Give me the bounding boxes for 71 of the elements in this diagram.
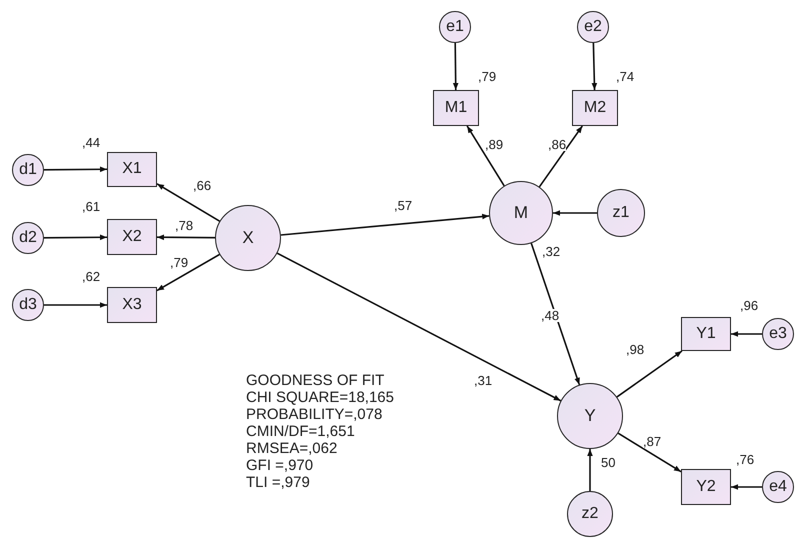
arrow <box>553 210 597 216</box>
coefficient-label: ,61 <box>82 200 100 213</box>
variable-name: d3 <box>19 295 37 315</box>
arrow <box>592 42 598 90</box>
edge-label: ,98 <box>626 343 644 356</box>
variable-name: e2 <box>584 17 602 37</box>
variable-name: Y1 <box>696 324 716 344</box>
edge-label: ,79 <box>170 256 188 269</box>
variable-name: M1 <box>444 98 468 118</box>
variable-name: e1 <box>446 17 464 37</box>
coefficient-label: ,74 <box>616 70 634 83</box>
arrow <box>731 484 762 490</box>
fit-statistic: GFI =,970 <box>246 457 314 474</box>
coefficient-label: ,96 <box>740 299 758 312</box>
edge-label: ,48 <box>541 309 560 322</box>
coefficient-label: ,32 <box>542 245 560 258</box>
variable-name: M2 <box>584 98 606 118</box>
observed-variable-box <box>107 287 157 323</box>
coefficient-label: ,79 <box>478 70 496 83</box>
fit-statistic: TLI =,979 <box>246 474 311 491</box>
arrow <box>466 126 505 186</box>
arrow <box>156 254 220 292</box>
observed-variable-box <box>107 219 157 255</box>
edge-label: ,78 <box>175 219 194 232</box>
arrow <box>618 432 682 472</box>
variable-name: X3 <box>122 295 142 315</box>
variable-name: X <box>242 227 254 250</box>
observed-variable-box <box>681 469 731 505</box>
arrow <box>530 243 580 386</box>
arrow <box>157 234 215 240</box>
fit-statistic: CMIN/DF=1,651 <box>246 423 356 440</box>
observed-variable-box <box>433 90 479 126</box>
arrow <box>587 449 593 491</box>
edge-label: ,31 <box>474 374 492 387</box>
arrow <box>731 331 762 337</box>
variable-name: e4 <box>769 477 787 497</box>
edge-label: ,66 <box>193 179 212 192</box>
coefficient-label: 50 <box>601 456 616 469</box>
variable-name: d2 <box>19 228 37 248</box>
arrow <box>44 166 107 172</box>
variable-name: d1 <box>19 160 37 180</box>
variable-name: z2 <box>582 504 598 524</box>
edge-label: ,86 <box>548 138 566 151</box>
variable-name: M <box>514 202 528 224</box>
coefficient-label: ,62 <box>82 270 100 283</box>
edge-label: ,89 <box>485 138 504 151</box>
arrow <box>44 234 107 240</box>
variable-name: X1 <box>122 159 142 179</box>
arrow <box>276 252 562 402</box>
variable-name: Y2 <box>696 477 716 497</box>
observed-variable-box <box>681 317 731 351</box>
fit-statistic: GOODNESS OF FIT <box>246 372 386 389</box>
arrow <box>280 214 490 236</box>
arrow <box>452 43 458 90</box>
arrow <box>538 126 583 188</box>
coefficient-label: ,76 <box>736 453 754 466</box>
arrow <box>44 302 107 308</box>
coefficient-label: ,44 <box>82 136 100 149</box>
variable-name: e3 <box>769 324 787 344</box>
edge-label: ,87 <box>643 435 662 448</box>
variable-name: z1 <box>612 203 630 223</box>
variable-name: X2 <box>122 227 142 247</box>
variable-name: Y <box>584 405 596 428</box>
edge-label: ,57 <box>394 199 412 212</box>
fit-statistic: RMSEA=,062 <box>246 440 338 457</box>
arrow <box>156 183 220 222</box>
observed-variable-box <box>107 152 157 186</box>
arrow <box>616 350 682 398</box>
observed-variable-box <box>572 90 618 126</box>
fit-statistic: PROBABILITY=,078 <box>246 406 384 423</box>
fit-statistic: CHI SQUARE=18,165 <box>246 389 394 406</box>
